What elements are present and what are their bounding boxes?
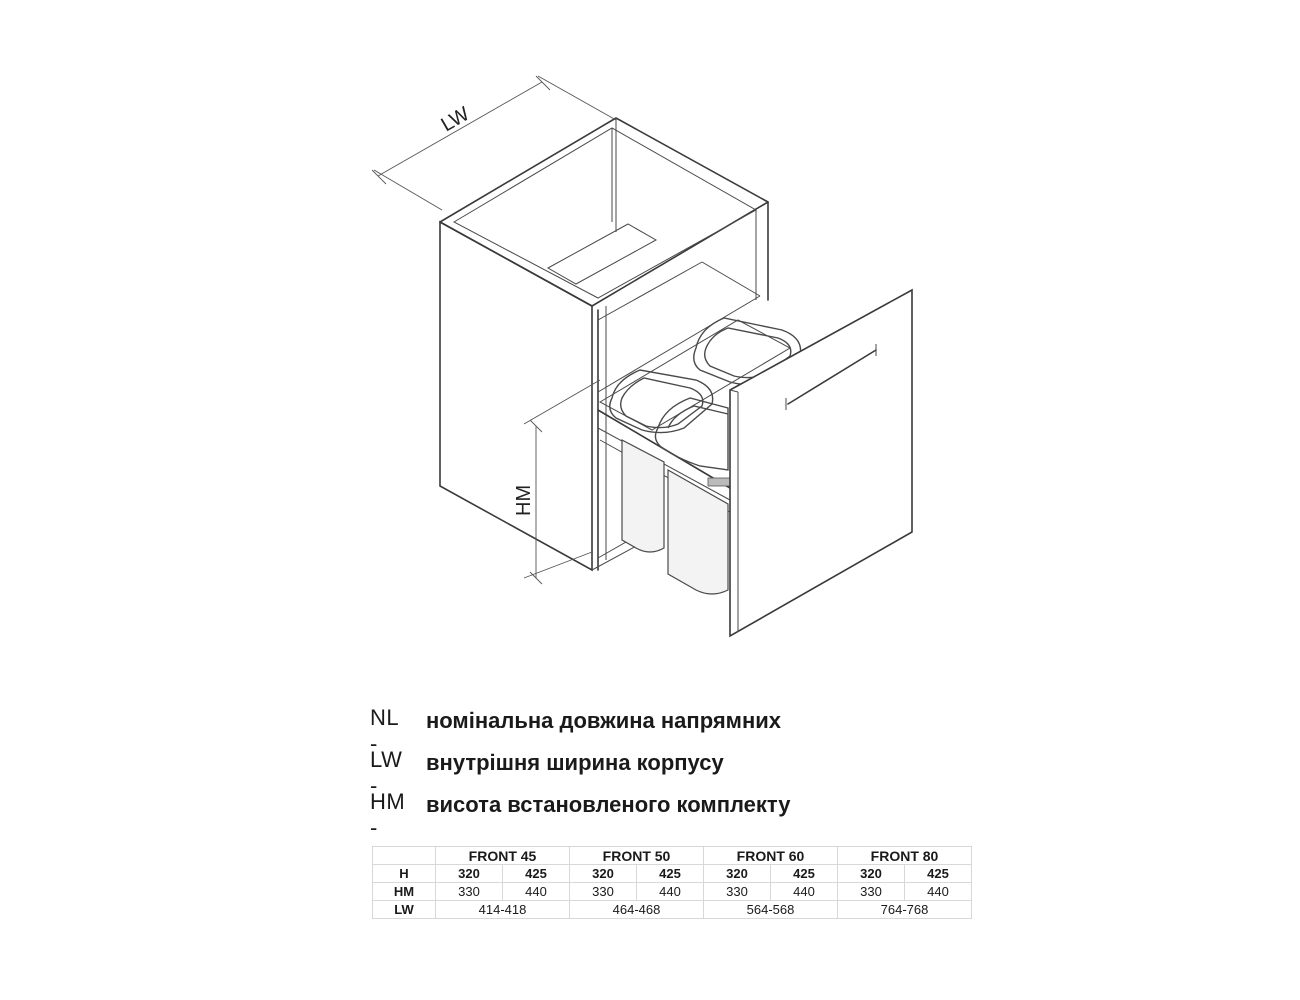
table-cell: 320 <box>435 864 503 883</box>
table-cell: 330 <box>703 882 771 901</box>
front-60-header: FRONT 60 <box>703 846 838 865</box>
spec-table: FRONT 45 FRONT 50 FRONT 60 FRONT 80 H 32… <box>372 846 972 919</box>
row-label: HM <box>372 882 436 901</box>
legend-desc: внутрішня ширина корпусу <box>426 750 724 775</box>
table-cell: 425 <box>502 864 570 883</box>
waste-bins <box>609 317 802 595</box>
hm-dimension: HM <box>513 379 601 585</box>
table-row-hm: HM 330 440 330 440 330 440 330 440 <box>372 882 972 901</box>
table-cell: 440 <box>636 882 704 901</box>
table-cell: 330 <box>435 882 503 901</box>
legend-abbr: HM - <box>370 789 406 840</box>
table-cell: 425 <box>770 864 838 883</box>
front-80-header: FRONT 80 <box>837 846 972 865</box>
table-cell: 320 <box>703 864 771 883</box>
table-cell: 414-418 <box>435 900 570 919</box>
legend-desc: висота встановленого комплекту <box>426 792 791 817</box>
table-cell: 330 <box>837 882 905 901</box>
lw-dimension-label: LW <box>438 103 474 136</box>
legend-desc: номінальна довжина напрямних <box>426 708 781 733</box>
legend-abbr: LW - <box>370 747 403 798</box>
table-row-h: H 320 425 320 425 320 425 320 425 <box>372 864 972 883</box>
front-45-header: FRONT 45 <box>435 846 570 865</box>
table-cell: 330 <box>569 882 637 901</box>
legend-abbr: NL - <box>370 705 399 756</box>
table-cell: 764-768 <box>837 900 972 919</box>
row-label: H <box>372 864 436 883</box>
table-cell: 440 <box>904 882 972 901</box>
table-cell: 440 <box>770 882 838 901</box>
table-header-row: FRONT 45 FRONT 50 FRONT 60 FRONT 80 <box>372 846 972 865</box>
table-cell: 464-468 <box>569 900 704 919</box>
table-corner-cell <box>372 846 436 865</box>
table-row-lw: LW 414-418 464-468 564-568 764-768 <box>372 900 972 919</box>
table-cell: 440 <box>502 882 570 901</box>
drawer-front <box>729 288 913 638</box>
hm-dimension-label: HM <box>513 485 535 516</box>
table-cell: 564-568 <box>703 900 838 919</box>
table-cell: 425 <box>904 864 972 883</box>
cabinet-carcass <box>439 117 769 572</box>
row-label: LW <box>372 900 436 919</box>
table-cell: 320 <box>569 864 637 883</box>
front-50-header: FRONT 50 <box>569 846 704 865</box>
cabinet-drawing: LW HM <box>371 75 913 638</box>
table-cell: 320 <box>837 864 905 883</box>
table-cell: 425 <box>636 864 704 883</box>
